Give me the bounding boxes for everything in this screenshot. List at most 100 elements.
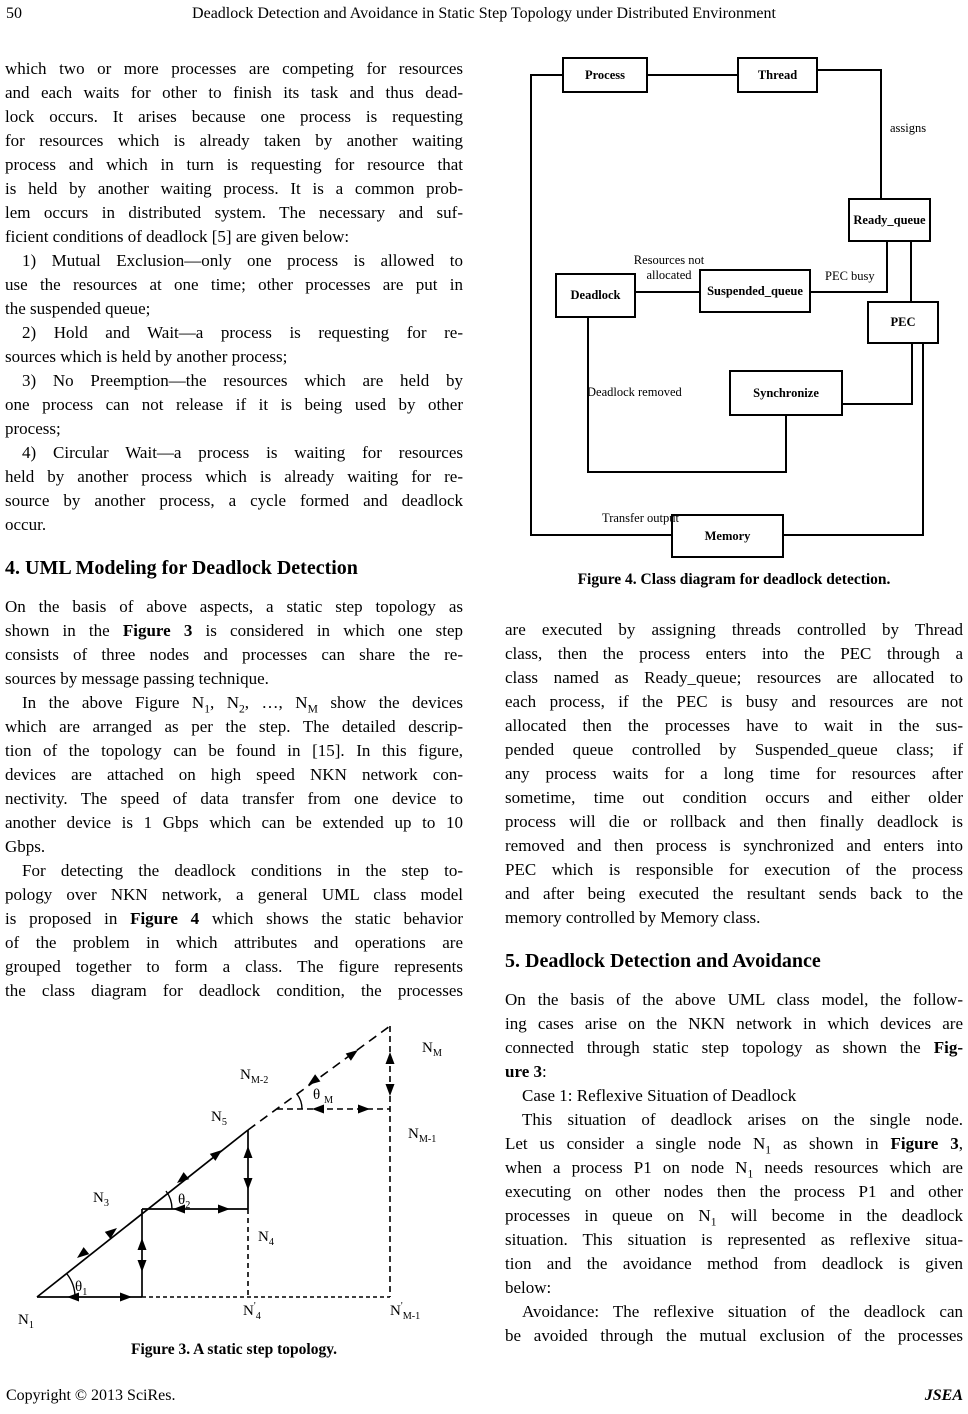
node-label-nm-1-prime: N'M-1 [390,1301,421,1322]
right-column-text: are executed by assigning threads contro… [505,618,963,1348]
text-line: shown in the Figure 3 is considered in w… [5,621,463,640]
class-box-suspended-queue: Suspended_queue [699,269,811,313]
text-line: 2) Hold and Wait—a process is requesting… [22,323,463,342]
text-line: tion of the topology can be found in [15… [5,741,463,760]
text-line: lock occurs. It arises because one proce… [5,107,463,126]
text-line: be avoided through the mutual exclusion … [505,1326,963,1345]
class-box-process: Process [562,57,648,93]
node-label-n5: N5 [211,1109,227,1128]
text-line: 4) Circular Wait—a process is waiting fo… [22,443,463,462]
left-column-text: which two or more processes are competin… [5,57,463,1003]
arrowheads [67,1050,395,1302]
figure3-drawing [36,1025,395,1302]
edge-label-pec-busy: PEC busy [825,269,875,283]
text-line: PEC which is responsible for execution o… [505,860,963,879]
class-box-pec: PEC [867,301,939,344]
text-line: executing on other nodes then the proces… [505,1182,963,1201]
text-line: allocated then the processes have to wai… [505,716,963,735]
text-line: This situation of deadlock arises on the… [522,1110,963,1129]
text-line: when a process P1 on node N1 needs resou… [505,1158,963,1181]
text-line: held by another process which is already… [5,467,463,486]
class-box-memory: Memory [671,514,784,558]
section-heading: 5. Deadlock Detection and Avoidance [505,950,821,972]
text-line: ure 3: [505,1062,547,1081]
text-line: process will die or rollback and then fi… [505,812,963,831]
text-line: of the problem in which attributes and o… [5,933,463,952]
text-line: Let us consider a single node N1 as show… [505,1134,963,1157]
text-line: In the above Figure N1, N2, …, NM show t… [22,693,464,716]
figure3-caption: Figure 3. A static step topology. [131,1341,337,1358]
figure3-step-topology: N1 N3 N4 N5 NM NM-1 NM-2 N'4 N'M-1 θ1 θ2… [5,1020,463,1338]
text-line: below: [505,1278,552,1297]
edge-pec-memory [784,344,924,536]
angle-label-theta1: θ1 [75,1279,88,1298]
text-line: Case 1: Reflexive Situation of Deadlock [522,1086,797,1105]
text-line: devices are attached on high speed NKN n… [5,765,463,784]
text-line: pology over NKN network, a general UML c… [5,885,463,904]
text-line: memory controlled by Memory class. [505,908,761,927]
edge-label-transfer-output: Transfer output [602,511,679,525]
text-line: is proposed in Figure 4 which shows the … [5,909,463,928]
text-line: 3) No Preemption—the resources which are… [22,371,463,390]
angle-arc-theta2 [165,1190,173,1210]
node-label-n3: N3 [93,1190,109,1209]
text-line: which are arranged as per the step. The … [5,717,463,736]
edge-label-resources-not-allocated: Resources not allocated [633,253,705,282]
text-line: the suspended queue; [5,299,151,318]
edge-deadlock-synchronize [587,318,787,473]
angle-label-thetaM: θ M [313,1087,333,1106]
text-line: for resources which is already taken by … [5,131,463,150]
text-line: tion and the avoidance method from deadl… [505,1254,963,1273]
text-line: sources which is held by another process… [5,347,288,366]
angle-arc-theta1 [66,1273,76,1298]
node-label-nm-1: NM-1 [408,1126,437,1145]
text-line: another device is 1 Gbps which can be ex… [5,813,463,832]
text-line: pended queue controlled by Suspended_que… [505,740,963,759]
section-heading: 4. UML Modeling for Deadlock Detection [5,557,358,579]
text-line: ing cases arise on the NKN network in wh… [505,1014,963,1033]
node-label-n1: N1 [18,1312,34,1331]
text-line: 1) Mutual Exclusion—only one process is … [22,251,463,270]
text-line: lem occurs in distributed system. The ne… [5,203,463,222]
text-line: processes in queue on N1 will become in … [505,1206,963,1229]
copyright-notice: Copyright © 2013 SciRes. [6,1387,176,1404]
edge-label-assigns: assigns [890,121,927,135]
text-line: and after being executed the resultant s… [505,884,963,903]
text-line: source by another process, a cycle forme… [5,491,463,510]
text-line: class, then the process enters into the … [505,644,963,663]
text-line: nectivity. The speed of data transfer fr… [5,789,463,808]
text-line: consists of three nodes and processes ca… [5,645,463,664]
edge-thread-readyqueue [818,69,882,198]
edge-diagonal-dashed [247,1025,391,1131]
text-line: is held by another waiting process. It i… [5,179,463,198]
text-line: sometime, time out condition occurs and … [505,788,963,807]
angle-label-theta2: θ2 [178,1192,191,1211]
class-box-deadlock: Deadlock [555,273,636,318]
edge-label-deadlock-removed: Deadlock removed [587,385,682,399]
text-line: On the basis of the above UML class mode… [505,990,963,1009]
figure4-caption: Figure 4. Class diagram for deadlock det… [577,571,891,588]
text-line: ficient conditions of deadlock [5] are g… [5,227,350,246]
node-label-nm-2: NM-2 [240,1067,269,1086]
edge-synchronize-pec [843,344,913,405]
text-line: each process, if the PEC is busy and res… [505,692,963,711]
journal-abbreviation: JSEA [924,1387,963,1404]
text-line: situation. This situation is represented… [505,1230,963,1249]
class-box-ready-queue: Ready_queue [848,198,931,242]
class-box-synchronize: Synchronize [729,370,843,416]
edge-readyqueue-suspendedqueue [811,242,888,293]
node-label-n4: N4 [258,1229,274,1248]
text-line: connected through static step topology a… [505,1038,963,1057]
text-line: On the basis of above aspects, a static … [5,597,463,616]
text-line: removed and then process is synchronized… [505,836,963,855]
figure4-connectors [530,69,924,536]
figure4-class-diagram: Process Thread Ready_queue Deadlock Susp… [505,55,963,565]
text-line: use the resources at one time; other pro… [5,275,463,294]
page-number: 50 [6,5,22,22]
text-line: process and which in turn is requesting … [5,155,463,174]
text-line: Gbps. [5,837,46,856]
text-line: one process can not release if it is bei… [5,395,463,414]
text-line: which two or more processes are competin… [5,59,463,78]
text-line: For detecting the deadlock conditions in… [22,861,463,880]
